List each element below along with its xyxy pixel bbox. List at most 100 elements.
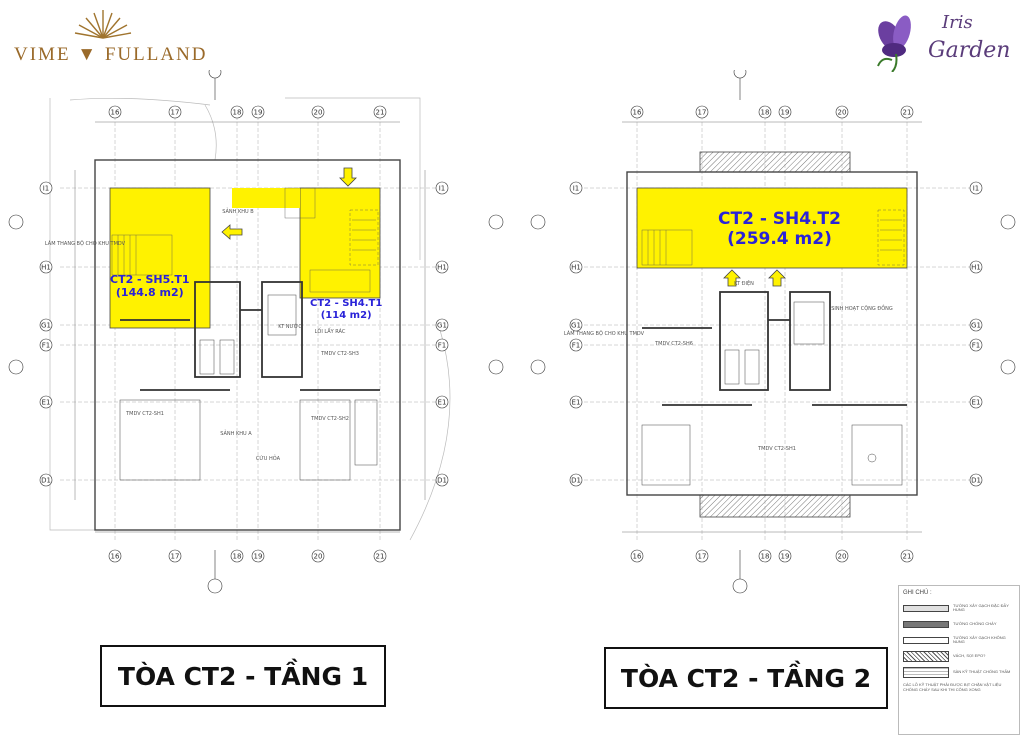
zone-sh5-t1-area: (144.8 m2): [115, 285, 184, 299]
grid-column-label: 20: [314, 553, 323, 561]
grid-row-label: I1: [573, 185, 580, 193]
grid-row-label: F1: [972, 342, 980, 350]
grid-row-label: D1: [437, 477, 447, 485]
grid-row-label: F1: [572, 342, 580, 350]
iris-garden-logo: Iris Garden: [870, 10, 1015, 72]
grid-row-label: D1: [41, 477, 51, 485]
grid-row-label: H1: [41, 264, 51, 272]
zone-sh5-t1-label: CT2 - SH5.T1 (144.8 m2): [110, 273, 190, 299]
grid-column-label: 20: [838, 553, 847, 561]
grid-row-label: H1: [971, 264, 981, 272]
grid-row-label: F1: [438, 342, 446, 350]
grid-column-label: 17: [698, 109, 707, 117]
grid-row-label: G1: [571, 322, 581, 330]
grid-row-label: I1: [439, 185, 446, 193]
legend-swatch: [903, 604, 949, 612]
title-floor-2: TÒA CT2 - TẦNG 2: [604, 647, 888, 709]
grid-row-label: G1: [437, 322, 447, 330]
grid-column-label: 21: [376, 109, 385, 117]
room-note: TMDV CT2-SH1: [757, 446, 796, 452]
room-note: LÀM THANG BỘ CHO KHU TMDV: [45, 240, 126, 247]
vime-fulland-logo: VIME ▼ FULLAND: [14, 6, 219, 65]
grid-column-label: 16: [633, 553, 642, 561]
legend-item: TƯỜNG XÂY GẠCH KHÔNG NUNG: [903, 632, 1015, 648]
grid-column-label: 21: [903, 553, 912, 561]
grid-column-label: 18: [233, 553, 242, 561]
grid-column-label: 19: [781, 553, 790, 561]
brand-right-line1: Iris: [942, 12, 973, 33]
zone-sh4-t1-name: CT2 - SH4.T1: [310, 298, 383, 309]
grid-column-label: 21: [903, 109, 912, 117]
grid-row-label: E1: [438, 399, 447, 407]
legend-item: VÁCH, SỢI EPO?: [903, 648, 1015, 664]
crown-icon: [74, 10, 132, 39]
grid-column-label: 18: [761, 109, 770, 117]
grid-column-label: 16: [111, 553, 120, 561]
brand-left-name: VIME ▼ FULLAND: [14, 44, 208, 65]
grid-column-label: 19: [781, 109, 790, 117]
legend-item-label: TƯỜNG XÂY GẠCH KHÔNG NUNG: [953, 634, 1006, 644]
room-note: TMDV CT2-SH1: [125, 411, 164, 417]
grid-column-label: 19: [254, 109, 263, 117]
grid-row-label: I1: [43, 185, 50, 193]
legend-swatch: [903, 620, 949, 628]
legend-swatch: [903, 666, 949, 678]
grid-column-label: 19: [254, 553, 263, 561]
room-note: KT ĐIỆN: [734, 279, 754, 287]
legend-panel: GHI CHÚ : TƯỜNG XÂY GẠCH ĐẶC ĐẦY HUNG TƯ…: [898, 585, 1020, 735]
floor-plan-level-1-drawing: 161617171818191920202121I1I1H1H1G1G1F1F1…: [8, 70, 504, 594]
grid-row-label: D1: [971, 477, 981, 485]
legend-item: TƯỜNG CHỐNG CHÁY: [903, 616, 1015, 632]
room-note: SINH HOẠT CỘNG ĐỒNG: [831, 303, 893, 312]
grid-column-label: 16: [111, 109, 120, 117]
room-note: SẢNH KHU A: [220, 429, 252, 437]
legend-item-label: TƯỜNG CHỐNG CHÁY: [953, 620, 997, 626]
room-note: KT NƯỚC: [278, 323, 302, 330]
legend-item: TƯỜNG XÂY GẠCH ĐẶC ĐẦY HUNG: [903, 600, 1015, 616]
grid-row-label: E1: [42, 399, 51, 407]
room-note: TMDV CT2-SH3: [320, 351, 359, 357]
grid-column-label: 16: [633, 109, 642, 117]
zone-sh4-t2-label: CT2 - SH4.T2 (259.4 m2): [718, 209, 841, 249]
legend-note: CÁC LỖ KỸ THUẬT PHẢI ĐƯỢC BỊT CHẶN VẬT L…: [903, 682, 1002, 692]
legend-heading: GHI CHÚ :: [903, 590, 932, 596]
grid-row-label: D1: [571, 477, 581, 485]
zone-sh4-t1-area: (114 m2): [320, 309, 372, 321]
grid-row-label: F1: [42, 342, 50, 350]
legend-item-label: TƯỜNG XÂY GẠCH ĐẶC ĐẦY HUNG: [953, 602, 1009, 612]
grid-column-label: 17: [698, 553, 707, 561]
grid-row-label: I1: [973, 185, 980, 193]
grid-row-label: E1: [572, 399, 581, 407]
room-note: LÀM THANG BỘ CHO KHU TMDV: [564, 330, 645, 337]
legend-item-label: VÁCH, SỢI EPO?: [953, 652, 986, 658]
brand-right-line2: Garden: [928, 38, 1011, 63]
room-note: TMDV CT2-SH6: [654, 341, 693, 347]
zone-sh4-t2-name: CT2 - SH4.T2: [718, 209, 841, 229]
room-note: TMDV CT2-SH2: [310, 416, 349, 422]
zone-sh4-t2-area: (259.4 m2): [727, 228, 832, 249]
grid-column-label: 18: [761, 553, 770, 561]
grid-column-label: 17: [171, 553, 180, 561]
room-note: CỨU HỎA: [256, 454, 281, 462]
grid-column-label: 18: [233, 109, 242, 117]
legend-swatch: [903, 650, 949, 662]
grid-row-label: H1: [571, 264, 581, 272]
grid-column-label: 17: [171, 109, 180, 117]
grid-row-label: G1: [971, 322, 981, 330]
room-note: SẢNH KHU B: [222, 207, 254, 215]
zone-sh4-t1-label: CT2 - SH4.T1 (114 m2): [310, 298, 382, 321]
legend-item: SÀN KỸ THUẬT CHỐNG THẤM: [903, 664, 1015, 680]
grid-row-label: E1: [972, 399, 981, 407]
title-floor-1: TÒA CT2 - TẦNG 1: [100, 645, 386, 707]
grid-column-label: 21: [376, 553, 385, 561]
grid-row-label: H1: [437, 264, 447, 272]
iris-flower-icon: [877, 15, 911, 72]
legend-item-label: SÀN KỸ THUẬT CHỐNG THẤM: [953, 668, 1011, 674]
zone-sh5-t1-name: CT2 - SH5.T1: [110, 273, 190, 286]
legend-swatch: [903, 636, 949, 644]
grid-column-label: 20: [838, 109, 847, 117]
grid-row-label: G1: [41, 322, 51, 330]
